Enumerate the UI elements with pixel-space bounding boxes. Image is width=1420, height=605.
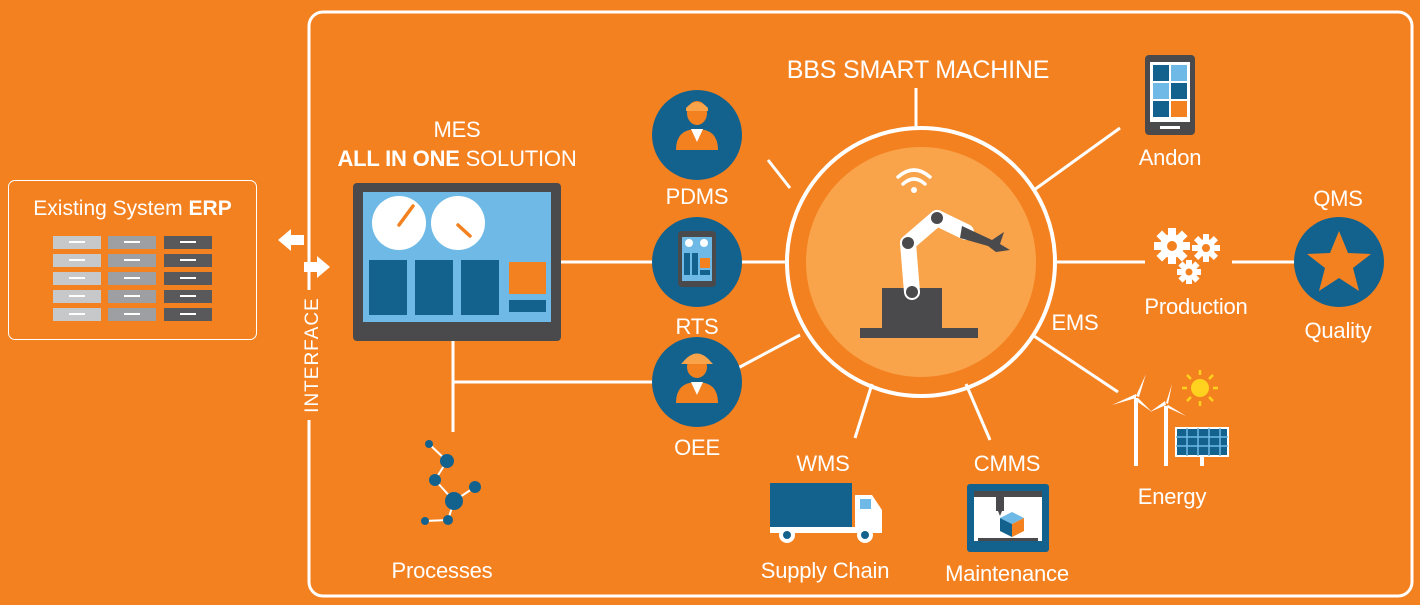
erp-highlight: ERP [188,197,232,220]
erp-system-box: Existing System ERP [8,180,257,340]
3d-printer-icon [967,484,1049,552]
line-andon [1033,126,1121,192]
truck-icon [770,483,882,543]
erp-prefix: Existing System [33,197,183,220]
erp-title: Existing System ERP [9,197,256,221]
wind-solar-icon [1112,370,1229,466]
energy-label: Energy [1137,484,1207,509]
dashboard-monitor-icon [353,183,561,341]
wms-label: WMS [796,451,850,476]
connector-lines [451,88,1296,441]
production-label: Production [1144,294,1248,319]
ems-label: EMS [1051,310,1099,335]
line-cmms [964,383,992,441]
andon-label: Andon [1138,145,1202,170]
rts-label: RTS [675,314,719,339]
swap-arrows-icon [278,229,330,278]
line-wms [853,383,874,439]
line-energy [1033,334,1119,394]
hub-title: BBS SMART MACHINE [786,56,1050,84]
worker-icon [652,90,742,180]
tablet-icon [652,217,742,307]
frame-gap [300,290,324,420]
supply-chain-label: Supply Chain [760,558,890,583]
gears-icon [1154,228,1220,284]
mes-title: MES [433,117,481,142]
network-icon [421,440,481,525]
maintenance-label: Maintenance [945,561,1069,586]
mes-subtitle: ALL IN ONE SOLUTION [337,146,576,172]
qms-label: QMS [1313,186,1363,211]
processes-label: Processes [391,558,493,583]
interface-label: INTERFACE [302,297,323,413]
hardhat-worker-icon [652,337,742,427]
pdms-label: PDMS [665,184,729,209]
robot-arm-icon [785,126,1057,398]
mes-subtitle-rest: SOLUTION [465,146,577,171]
line-oee-hub [737,333,801,370]
oee-label: OEE [674,435,720,460]
server-rack-icon [53,236,212,321]
andon-tablet-icon [1145,55,1195,135]
cmms-label: CMMS [973,451,1041,476]
quality-label: Quality [1304,318,1372,343]
mes-subtitle-bold: ALL IN ONE [337,146,460,171]
line-pdms-hub [766,159,792,189]
star-icon [1294,217,1384,307]
